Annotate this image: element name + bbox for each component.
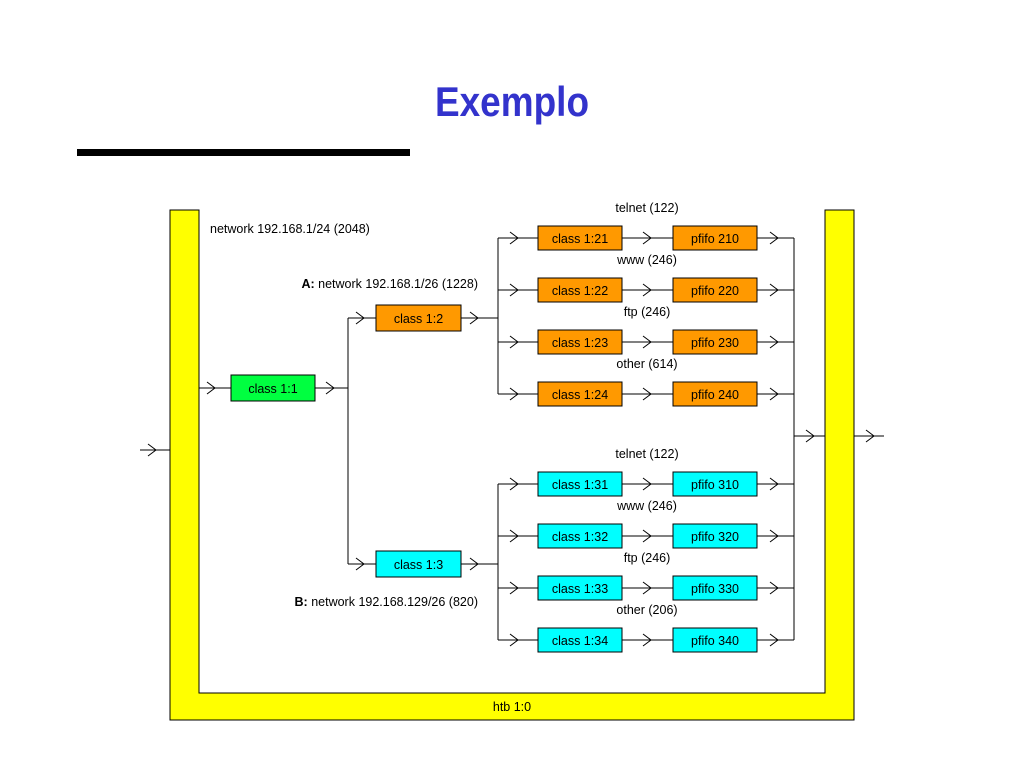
leaf-class-box bbox=[537, 329, 623, 355]
leaf-class-box bbox=[537, 471, 623, 497]
leaf-class-box bbox=[537, 381, 623, 407]
branch-prefix: A: bbox=[301, 277, 318, 291]
leaf-a-1: telnet (122) class 1:21 pfifo 210 bbox=[498, 201, 794, 251]
leaf-class-label: class 1:24 bbox=[552, 388, 608, 402]
branch-a-network-label: A: network 192.168.1/26 (1228) bbox=[301, 277, 478, 291]
leaf-a-2: www (246) class 1:22 pfifo 220 bbox=[498, 253, 794, 303]
leaf-class-box bbox=[537, 225, 623, 251]
leaf-class-label: class 1:21 bbox=[552, 232, 608, 246]
leaf-qdisc-label: pfifo 230 bbox=[691, 336, 739, 350]
branch-a-class-label: class 1:2 bbox=[394, 312, 443, 326]
leaf-caption: www (246) bbox=[616, 499, 677, 513]
branches: A: network 192.168.1/26 (1228) class 1:2 t… bbox=[295, 201, 794, 653]
leaf-caption: ftp (246) bbox=[624, 305, 671, 319]
page-title: Exemplo bbox=[434, 78, 590, 125]
root-class: class 1:1 bbox=[199, 318, 349, 564]
input-arrow bbox=[140, 443, 170, 457]
leaf-qdisc-label: pfifo 320 bbox=[691, 530, 739, 544]
leaf-b-3: ftp (246) class 1:33 pfifo 330 bbox=[498, 551, 794, 601]
leaf-caption: telnet (122) bbox=[615, 201, 678, 215]
leaf-qdisc-box bbox=[672, 329, 758, 355]
branch-network-text: network 192.168.129/26 (820) bbox=[311, 595, 478, 609]
root-class-label: class 1:1 bbox=[248, 382, 297, 396]
leaf-class-label: class 1:34 bbox=[552, 634, 608, 648]
leaf-class-box bbox=[537, 627, 623, 653]
leaf-class-box bbox=[537, 523, 623, 549]
branch-b-network-label: B: network 192.168.129/26 (820) bbox=[295, 595, 478, 609]
branch-b-class-label: class 1:3 bbox=[394, 558, 443, 572]
output-collector bbox=[793, 238, 825, 640]
branch-b-class-box bbox=[375, 550, 462, 578]
leaf-class-label: class 1:22 bbox=[552, 284, 608, 298]
branch-network-text: network 192.168.1/26 (1228) bbox=[318, 277, 478, 291]
leaf-caption: telnet (122) bbox=[615, 447, 678, 461]
branch-prefix: B: bbox=[295, 595, 312, 609]
leaf-a-4: other (614) class 1:24 pfifo 240 bbox=[498, 357, 794, 407]
leaf-qdisc-box bbox=[672, 277, 758, 303]
leaf-class-label: class 1:33 bbox=[552, 582, 608, 596]
leaf-class-box bbox=[537, 277, 623, 303]
leaf-qdisc-label: pfifo 340 bbox=[691, 634, 739, 648]
leaf-a-3: ftp (246) class 1:23 pfifo 230 bbox=[498, 305, 794, 355]
htb-frame bbox=[169, 209, 855, 721]
leaf-qdisc-box bbox=[672, 381, 758, 407]
leaf-qdisc-label: pfifo 330 bbox=[691, 582, 739, 596]
branch-b: B: network 192.168.129/26 (820) class 1:3… bbox=[295, 447, 794, 653]
leaf-qdisc-box bbox=[672, 471, 758, 497]
output-arrow bbox=[854, 429, 884, 443]
leaf-qdisc-box bbox=[672, 523, 758, 549]
leaf-qdisc-label: pfifo 210 bbox=[691, 232, 739, 246]
leaf-qdisc-box bbox=[672, 225, 758, 251]
branch-a: A: network 192.168.1/26 (1228) class 1:2 t… bbox=[301, 201, 794, 407]
leaf-class-label: class 1:32 bbox=[552, 530, 608, 544]
root-class-box bbox=[230, 374, 316, 402]
htb-label: htb 1:0 bbox=[493, 700, 531, 714]
leaf-caption: other (614) bbox=[616, 357, 677, 371]
leaf-class-label: class 1:23 bbox=[552, 336, 608, 350]
leaf-caption: www (246) bbox=[616, 253, 677, 267]
leaf-caption: ftp (246) bbox=[624, 551, 671, 565]
leaf-qdisc-box bbox=[672, 627, 758, 653]
leaf-qdisc-label: pfifo 220 bbox=[691, 284, 739, 298]
leaf-qdisc-label: pfifo 240 bbox=[691, 388, 739, 402]
leaf-caption: other (206) bbox=[616, 603, 677, 617]
leaf-qdisc-box bbox=[672, 575, 758, 601]
leaf-b-4: other (206) class 1:34 pfifo 340 bbox=[498, 603, 794, 653]
leaf-b-2: www (246) class 1:32 pfifo 320 bbox=[498, 499, 794, 549]
leaf-class-label: class 1:31 bbox=[552, 478, 608, 492]
title-underline bbox=[77, 149, 410, 156]
leaf-b-1: telnet (122) class 1:31 pfifo 310 bbox=[498, 447, 794, 497]
root-network-label: network 192.168.1/24 (2048) bbox=[210, 222, 370, 236]
leaf-qdisc-label: pfifo 310 bbox=[691, 478, 739, 492]
